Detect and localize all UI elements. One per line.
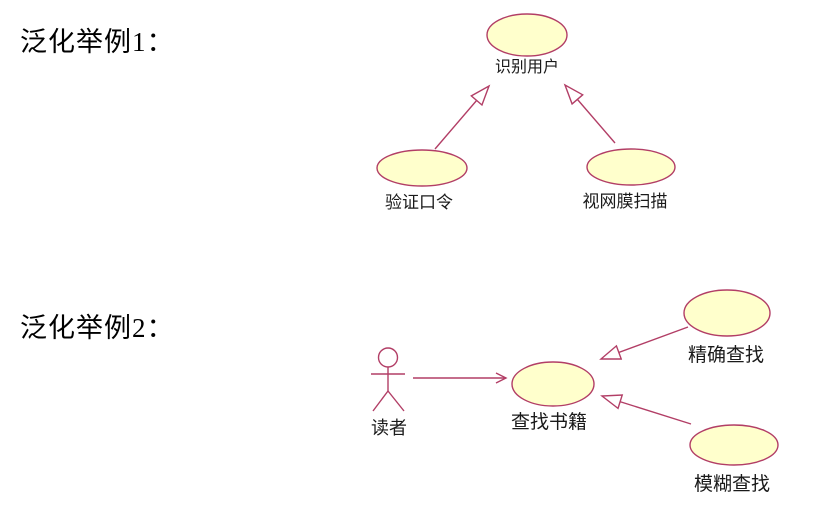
example1-diagram: 识别用户 验证口令 视网膜扫描 (376, 13, 676, 212)
generalization-arrow-retina-scan-to-identify-user (565, 85, 616, 144)
generalization-arrow-exact-search-to-find-books (601, 326, 689, 359)
usecase-node-find-books (511, 361, 595, 407)
usecase-node-verify-password (376, 149, 468, 187)
usecase-label-find-books: 查找书籍 (511, 411, 587, 433)
actor-head (377, 347, 399, 368)
example2-diagram: 读者 查找书籍 精确查找 模糊查找 (371, 289, 779, 495)
example2-title: 泛化举例2： (20, 313, 175, 343)
usecase-label-verify-password: 验证口令 (385, 193, 453, 212)
usecase-label-identify-user: 识别用户 (495, 58, 559, 76)
actor-right-leg (387, 390, 405, 412)
generalization-arrow-verify-password-to-identify-user (434, 86, 489, 150)
example1-title: 泛化举例1： (20, 27, 175, 57)
usecase-label-fuzzy-search: 模糊查找 (694, 473, 770, 495)
actor-label-reader: 读者 (371, 418, 407, 438)
actor-reader (371, 347, 405, 412)
actor-left-leg (372, 390, 389, 412)
usecase-node-fuzzy-search (689, 424, 779, 466)
usecase-label-exact-search: 精确查找 (688, 344, 764, 366)
usecase-node-exact-search (683, 289, 771, 337)
generalization-arrow-fuzzy-search-to-find-books (602, 396, 692, 425)
usecase-node-retina-scan (586, 148, 676, 186)
usecase-label-retina-scan: 视网膜扫描 (583, 192, 668, 211)
usecase-node-identify-user (486, 13, 568, 57)
